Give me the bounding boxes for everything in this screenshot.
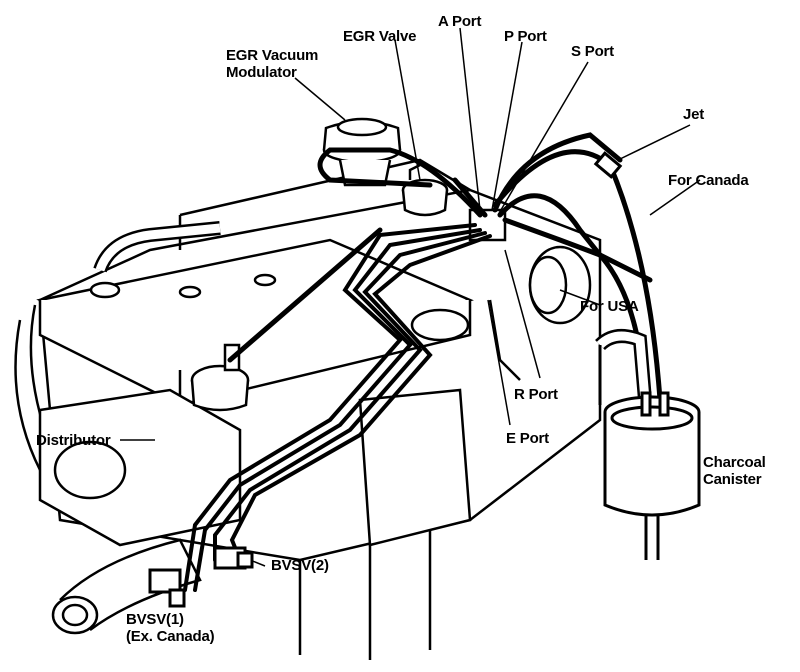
label-bvsv1: BVSV(1) (Ex. Canada) xyxy=(126,611,215,645)
leader-lines xyxy=(120,27,701,601)
intake-manifold xyxy=(358,245,592,547)
charcoal-canister-part xyxy=(595,329,701,560)
label-bvsv1-line2: (Ex. Canada) xyxy=(126,628,215,645)
label-r-port: R Port xyxy=(514,386,558,403)
label-charcoal-canister: Charcoal Canister xyxy=(703,454,766,488)
label-jet: Jet xyxy=(683,106,705,123)
label-bvsv2: BVSV(2) xyxy=(271,557,329,574)
label-p-port: P Port xyxy=(504,28,547,45)
label-charcoal-canister-line2: Canister xyxy=(703,471,762,488)
label-charcoal-canister-line1: Charcoal xyxy=(703,454,766,471)
hose-bundle xyxy=(183,223,492,592)
label-egr-vacuum-modulator-line1: EGR Vacuum xyxy=(226,47,319,64)
label-egr-vacuum-modulator-line2: Modulator xyxy=(226,64,297,81)
label-bvsv1-line1: BVSV(1) xyxy=(126,611,184,628)
label-s-port: S Port xyxy=(571,43,614,60)
label-egr-valve: EGR Valve xyxy=(343,28,417,45)
label-distributor: Distributor xyxy=(36,432,111,449)
label-for-usa: For USA xyxy=(580,298,639,315)
label-a-port: A Port xyxy=(438,13,482,30)
vacuum-actuator xyxy=(190,343,250,412)
label-e-port: E Port xyxy=(506,430,549,447)
bvsv-parts xyxy=(148,546,254,608)
label-egr-vacuum-modulator: EGR Vacuum Modulator xyxy=(226,47,318,81)
label-for-canada: For Canada xyxy=(668,172,749,189)
